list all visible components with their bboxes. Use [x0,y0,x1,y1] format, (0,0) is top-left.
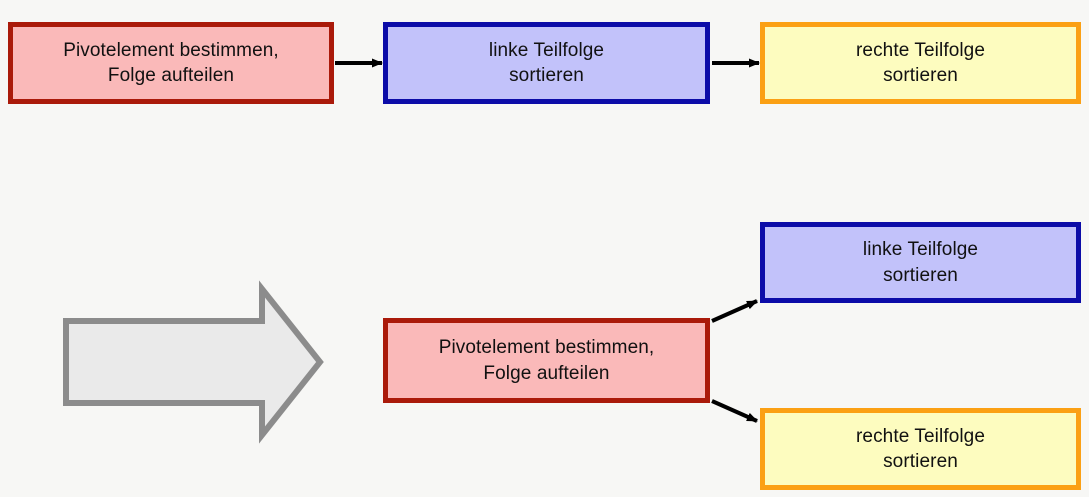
node-parallel-right[interactable]: rechte Teilfolge sortieren [760,408,1081,490]
node-parallel-left[interactable]: linke Teilfolge sortieren [760,222,1081,303]
node-label: linke Teilfolge sortieren [488,39,605,86]
connector-par-pivot-to-left [711,299,758,323]
node-label: rechte Teilfolge sortieren [855,39,986,86]
node-label: rechte Teilfolge sortieren [855,425,986,472]
node-sequential-left[interactable]: linke Teilfolge sortieren [383,22,710,104]
node-sequential-pivot[interactable]: Pivotelement bestimmen, Folge aufteilen [8,22,334,104]
node-label: Pivotelement bestimmen, Folge aufteilen [438,337,655,384]
node-parallel-pivot[interactable]: Pivotelement bestimmen, Folge aufteilen [383,318,710,403]
connector-par-pivot-to-right [711,399,758,423]
transform-arrow-label: Parallelisierung [110,350,256,373]
node-sequential-right[interactable]: rechte Teilfolge sortieren [760,22,1081,104]
node-label: Pivotelement bestimmen, Folge aufteilen [63,39,279,86]
node-label: linke Teilfolge sortieren [862,239,979,286]
